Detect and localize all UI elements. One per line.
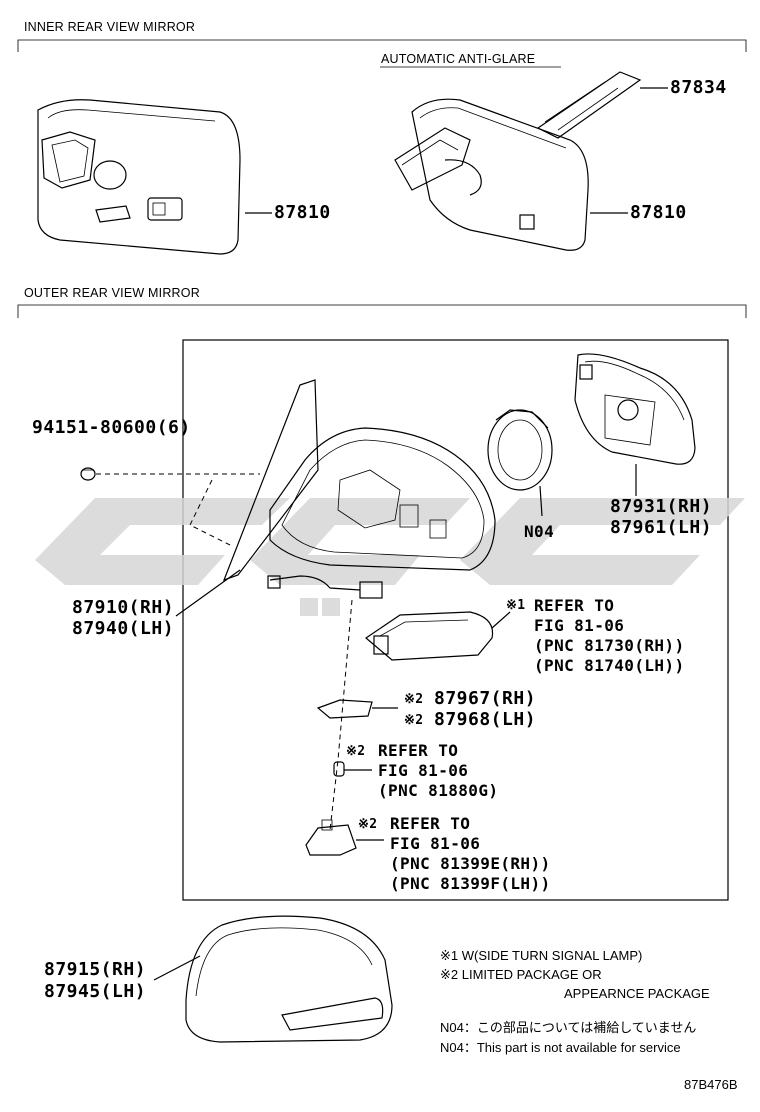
part-cover-lh[interactable]: 87968(LH) <box>434 709 537 730</box>
part-assembly-lh[interactable]: 87940(LH) <box>72 618 175 639</box>
part-housing-rh[interactable]: 87915(RH) <box>44 959 147 980</box>
outer-section-frame <box>17 304 747 318</box>
inner-section-frame <box>17 39 747 52</box>
turn-signal-lamp-art <box>365 611 511 661</box>
socket-refer-line1: REFER TO <box>390 814 471 833</box>
part-87834[interactable]: 87834 <box>670 77 727 98</box>
actuator-art <box>487 409 553 517</box>
part-assembly-rh[interactable]: 87910(RH) <box>72 597 175 618</box>
socket-refer-line4: (PNC 81399F(LH)) <box>390 874 551 893</box>
lamp-refer-line3: (PNC 81730(RH)) <box>534 636 685 655</box>
part-n04: N04 <box>524 522 555 541</box>
cover-mark-lh: ※2 <box>404 713 424 728</box>
note-2: ※2 LIMITED PACKAGE OR <box>440 967 602 982</box>
lamp-refer-line2[interactable]: FIG 81-06 <box>534 616 625 635</box>
part-87810-auto[interactable]: 87810 <box>630 202 687 223</box>
part-bolt[interactable]: 94151-80600(6) <box>32 417 191 438</box>
part-glass-lh[interactable]: 87961(LH) <box>610 517 713 538</box>
lamp-refer-line1: REFER TO <box>534 596 615 615</box>
socket-refer-line3: (PNC 81399E(RH)) <box>390 854 551 873</box>
inner-mirror-section-title: INNER REAR VIEW MIRROR <box>24 20 196 34</box>
bulb-art <box>333 761 372 777</box>
watermark-logo <box>35 498 745 616</box>
part-cover-rh[interactable]: 87967(RH) <box>434 688 537 709</box>
figure-code: 87B476B <box>684 1077 738 1092</box>
outer-assembly-box <box>182 339 729 901</box>
note-3: APPEARNCE PACKAGE <box>564 986 710 1001</box>
lamp-refer-line4: (PNC 81740(LH)) <box>534 656 685 675</box>
housing-cover-art <box>153 915 393 1043</box>
bulb-refer-line3: (PNC 81880G) <box>378 781 499 800</box>
bulb-refer-line2[interactable]: FIG 81-06 <box>378 761 469 780</box>
cover-mark-rh: ※2 <box>404 692 424 707</box>
note-1: ※1 W(SIDE TURN SIGNAL LAMP) <box>440 948 643 963</box>
part-87810-standard[interactable]: 87810 <box>274 202 331 223</box>
part-housing-lh[interactable]: 87945(LH) <box>44 981 147 1002</box>
lamp-cover-art <box>316 699 398 719</box>
bolt-art <box>80 467 96 481</box>
mirror-glass-art <box>574 353 696 496</box>
bulb-refer-line1: REFER TO <box>378 741 459 760</box>
lamp-mark: ※1 <box>506 598 526 613</box>
outer-mirror-assembly-art <box>175 379 496 617</box>
lamp-dash-line <box>329 599 353 831</box>
part-glass-rh[interactable]: 87931(RH) <box>610 496 713 517</box>
socket-refer-line2[interactable]: FIG 81-06 <box>390 834 481 853</box>
socket-mark: ※2 <box>358 817 378 832</box>
inner-mirror-auto <box>394 71 668 251</box>
outer-mirror-section-title: OUTER REAR VIEW MIRROR <box>24 286 200 300</box>
socket-art <box>305 819 384 856</box>
bulb-mark: ※2 <box>346 744 366 759</box>
note-4-en: N04：This part is not available for servi… <box>440 1040 681 1055</box>
inner-mirror-standard <box>37 99 272 255</box>
auto-anti-glare-title: AUTOMATIC ANTI-GLARE <box>381 52 536 66</box>
note-4-jp: N04：この部品については補給していません <box>440 1020 697 1035</box>
